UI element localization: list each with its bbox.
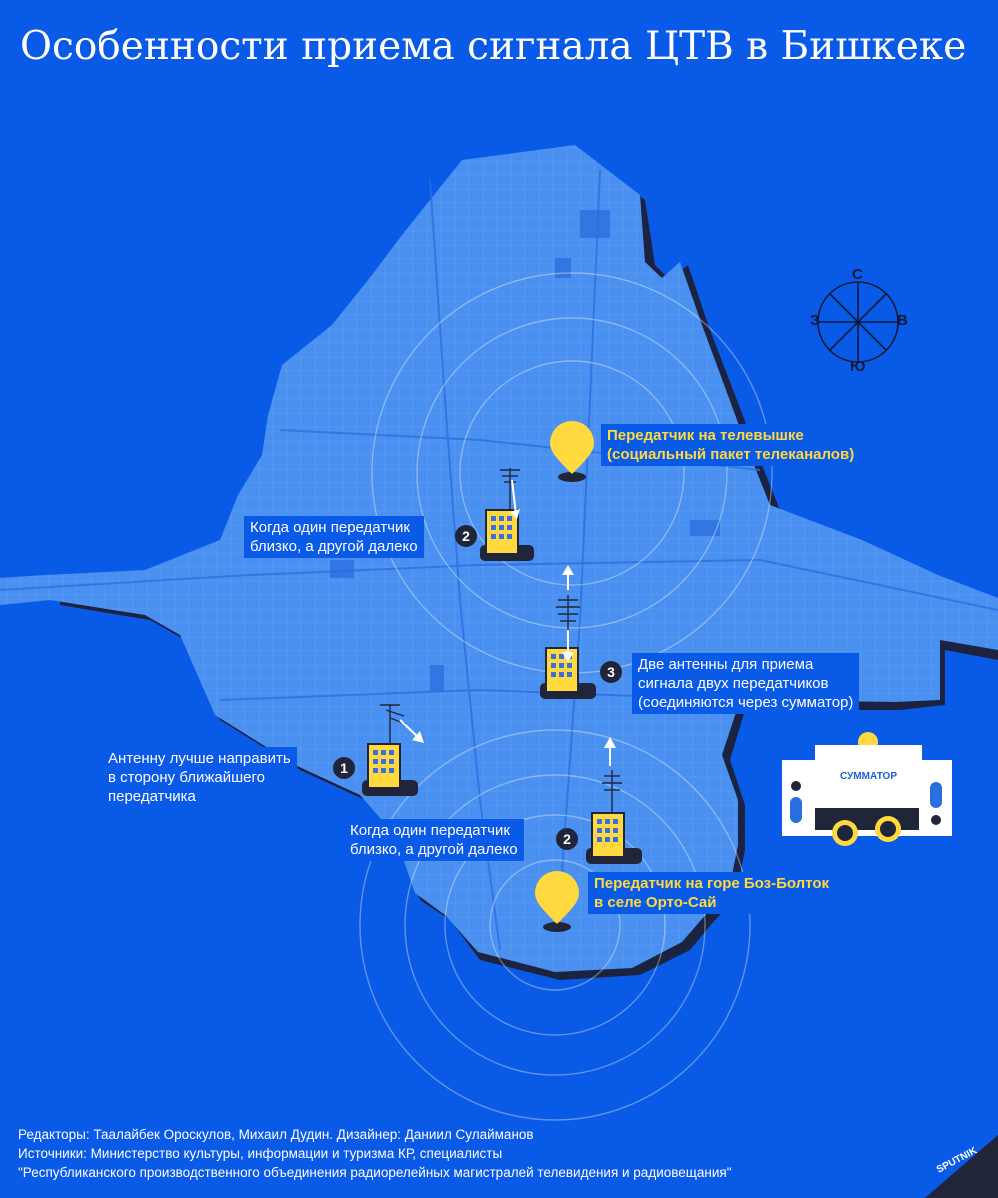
summator-label: СУММАТОР (840, 771, 898, 782)
summator-device-icon (782, 732, 952, 846)
compass-south: Ю (850, 358, 866, 375)
compass-east: В (897, 312, 908, 329)
scenario-3-label: Две антенны для приема сигнала двух пере… (632, 653, 860, 714)
building-icon (586, 737, 642, 864)
mountain-transmitter-pin-icon (535, 871, 579, 932)
footer-sources-2: "Республиканского производственного объе… (18, 1165, 732, 1180)
tower-transmitter-pin-icon (550, 421, 594, 482)
building-icon (540, 565, 596, 699)
scenario-2-badge-bottom: 2 (556, 828, 578, 850)
scenario-2-label-top: Когда один передатчик близко, а другой д… (244, 516, 424, 558)
sputnik-logo (925, 1135, 998, 1198)
page-title: Особенности приема сигнала ЦТВ в Бишкеке (20, 24, 967, 69)
scenario-2-label-bottom: Когда один передатчик близко, а другой д… (344, 819, 524, 861)
footer-editors: Редакторы: Таалайбек Ороскулов, Михаил Д… (18, 1127, 534, 1142)
compass-west: З (810, 312, 820, 329)
scenario-2-badge: 2 (455, 525, 477, 547)
scenario-1-badge: 1 (333, 757, 355, 779)
scenario-3-badge: 3 (600, 661, 622, 683)
building-icon (480, 468, 534, 561)
compass-icon (817, 281, 899, 363)
mountain-transmitter-label: Передатчик на горе Боз-Болток в селе Орт… (588, 872, 836, 914)
tower-transmitter-label: Передатчик на телевышке (социальный паке… (601, 424, 861, 466)
building-icon (362, 704, 424, 796)
footer-sources: Источники: Министерство культуры, информ… (18, 1146, 503, 1161)
compass-north: С (852, 266, 863, 283)
scenario-1-label: Антенну лучше направить в сторону ближай… (102, 747, 297, 808)
